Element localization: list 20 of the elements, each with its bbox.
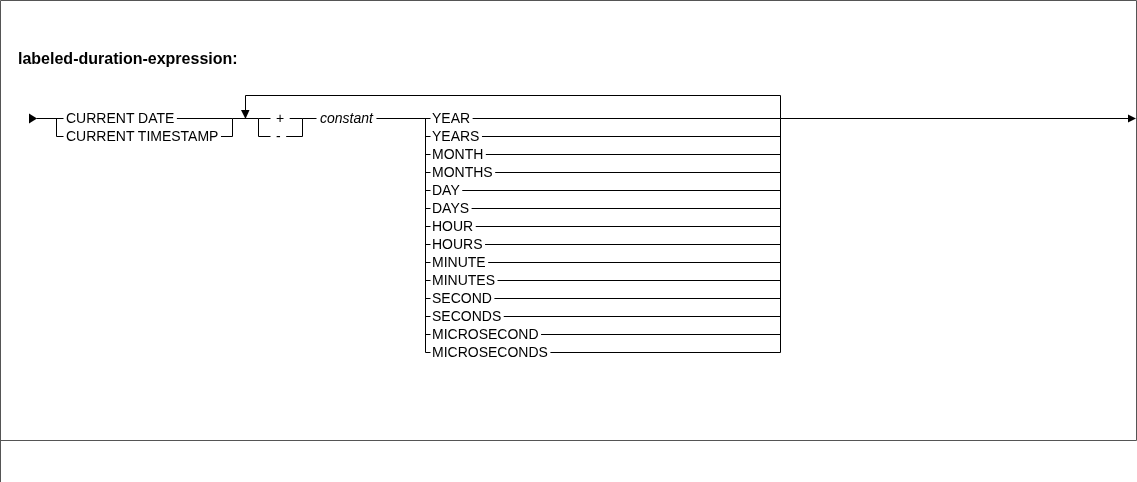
syntax-variable: constant [320, 109, 373, 127]
keyword: YEARS [432, 127, 480, 145]
keyword: MINUTES [432, 271, 495, 289]
keyword: MICROSECOND [432, 325, 539, 343]
keyword: DAY [432, 181, 460, 199]
keyword: HOUR [432, 217, 474, 235]
keyword: YEAR [432, 109, 471, 127]
keyword: DAYS [432, 199, 470, 217]
diagram-title: labeled-duration-expression: [18, 50, 238, 68]
keyword: SECOND [432, 289, 492, 307]
keyword: MONTHS [432, 163, 493, 181]
keyword: MICROSECONDS [432, 343, 548, 361]
keyword: MONTH [432, 145, 484, 163]
keyword: CURRENT TIMESTAMP [66, 127, 219, 145]
operator-symbol: + [276, 109, 285, 127]
keyword: MINUTE [432, 253, 486, 271]
keyword: CURRENT DATE [66, 109, 175, 127]
keyword: SECONDS [432, 307, 502, 325]
operator-symbol: - [276, 127, 281, 145]
keyword: HOURS [432, 235, 483, 253]
